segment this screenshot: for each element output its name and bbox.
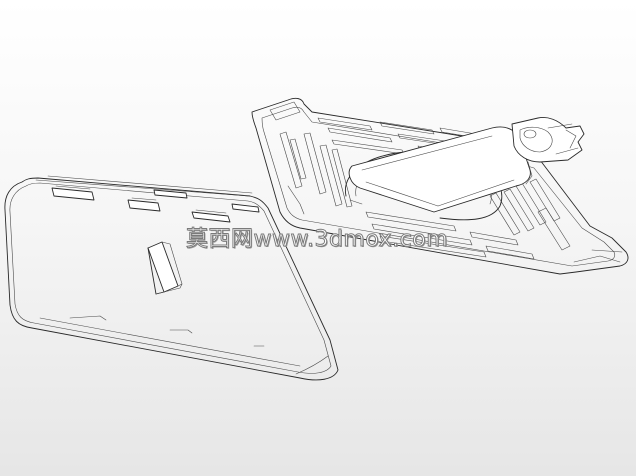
cover-clip-tabs (51, 185, 260, 223)
cover-boss (147, 241, 183, 295)
cover-plate (4, 175, 339, 381)
holder-arm (348, 117, 585, 213)
bracket-frame (251, 97, 629, 275)
